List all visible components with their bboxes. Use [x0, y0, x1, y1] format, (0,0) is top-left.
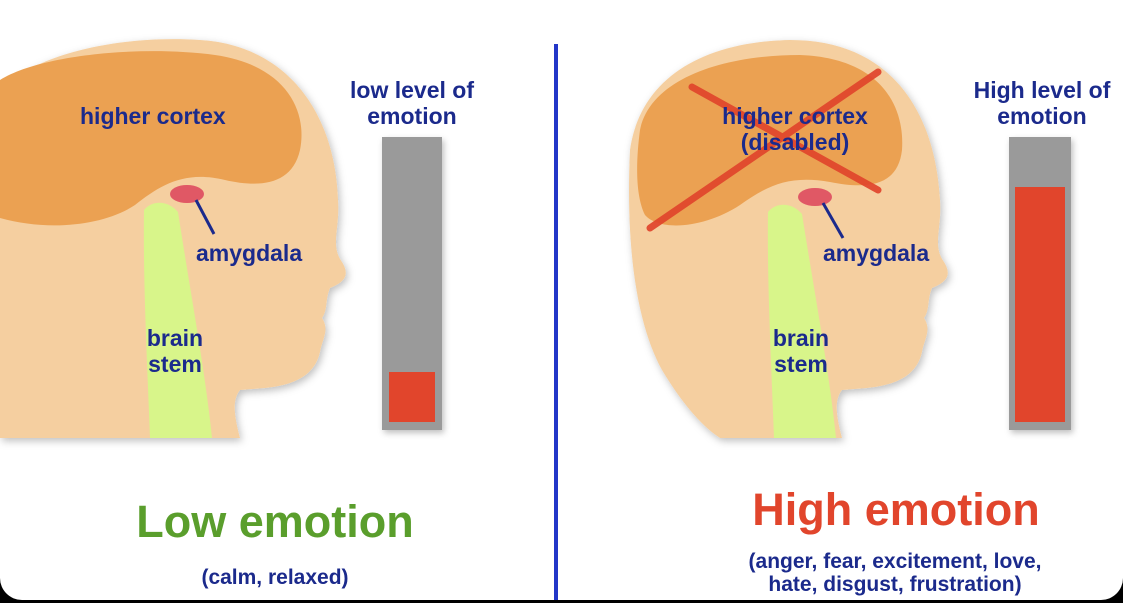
left-gauge-label: low level of emotion	[332, 77, 492, 129]
red-x-icon	[646, 68, 882, 232]
right-gauge-label-line1: High level of	[973, 77, 1111, 103]
right-amygdala-pointer	[821, 202, 845, 239]
right-brain-stem-label-line1: brain	[772, 325, 830, 351]
right-cortex-label-line1: higher cortex	[722, 103, 868, 129]
left-brain-stem-label-line2: stem	[148, 351, 202, 377]
left-title: Low emotion	[136, 496, 414, 547]
right-subtitle-line1: (anger, fear, excitement, love,	[748, 550, 1042, 573]
left-gauge-label-line1: low level of	[350, 77, 474, 103]
right-cortex-label-line2: (disabled)	[740, 129, 850, 155]
right-subtitle: (anger, fear, excitement, love, hate, di…	[680, 550, 1110, 596]
left-higher-cortex	[0, 51, 302, 226]
left-gauge-label-line2: emotion	[367, 103, 457, 129]
left-emotion-gauge	[382, 137, 442, 430]
left-subtitle: (calm, relaxed)	[201, 566, 349, 589]
right-emotion-gauge	[1009, 137, 1071, 430]
left-amygdala-label: amygdala	[196, 240, 303, 266]
left-brain-stem-label: brain stem	[144, 325, 206, 377]
right-title: High emotion	[752, 484, 1040, 535]
right-gauge-label-line2: emotion	[997, 103, 1087, 129]
right-gauge-label: High level of emotion	[952, 77, 1123, 129]
right-amygdala	[798, 188, 832, 206]
left-emotion-gauge-fill	[389, 372, 435, 422]
right-amygdala-label: amygdala	[823, 240, 930, 266]
right-brain-stem-label: brain stem	[770, 325, 832, 377]
left-brain-stem	[143, 202, 212, 438]
left-head-illustration	[0, 39, 346, 438]
right-brain-stem-label-line2: stem	[774, 351, 828, 377]
left-amygdala-pointer	[194, 199, 216, 235]
left-cortex-label: higher cortex	[80, 103, 226, 129]
left-amygdala	[170, 185, 204, 203]
panel-divider	[554, 44, 558, 600]
right-brain-stem	[767, 204, 836, 438]
right-subtitle-line2: hate, disgust, frustration)	[768, 573, 1022, 596]
right-emotion-gauge-fill	[1015, 187, 1065, 422]
left-brain-stem-label-line1: brain	[146, 325, 204, 351]
right-head-illustration	[629, 40, 948, 438]
right-cortex-label: higher cortex (disabled)	[700, 103, 890, 155]
